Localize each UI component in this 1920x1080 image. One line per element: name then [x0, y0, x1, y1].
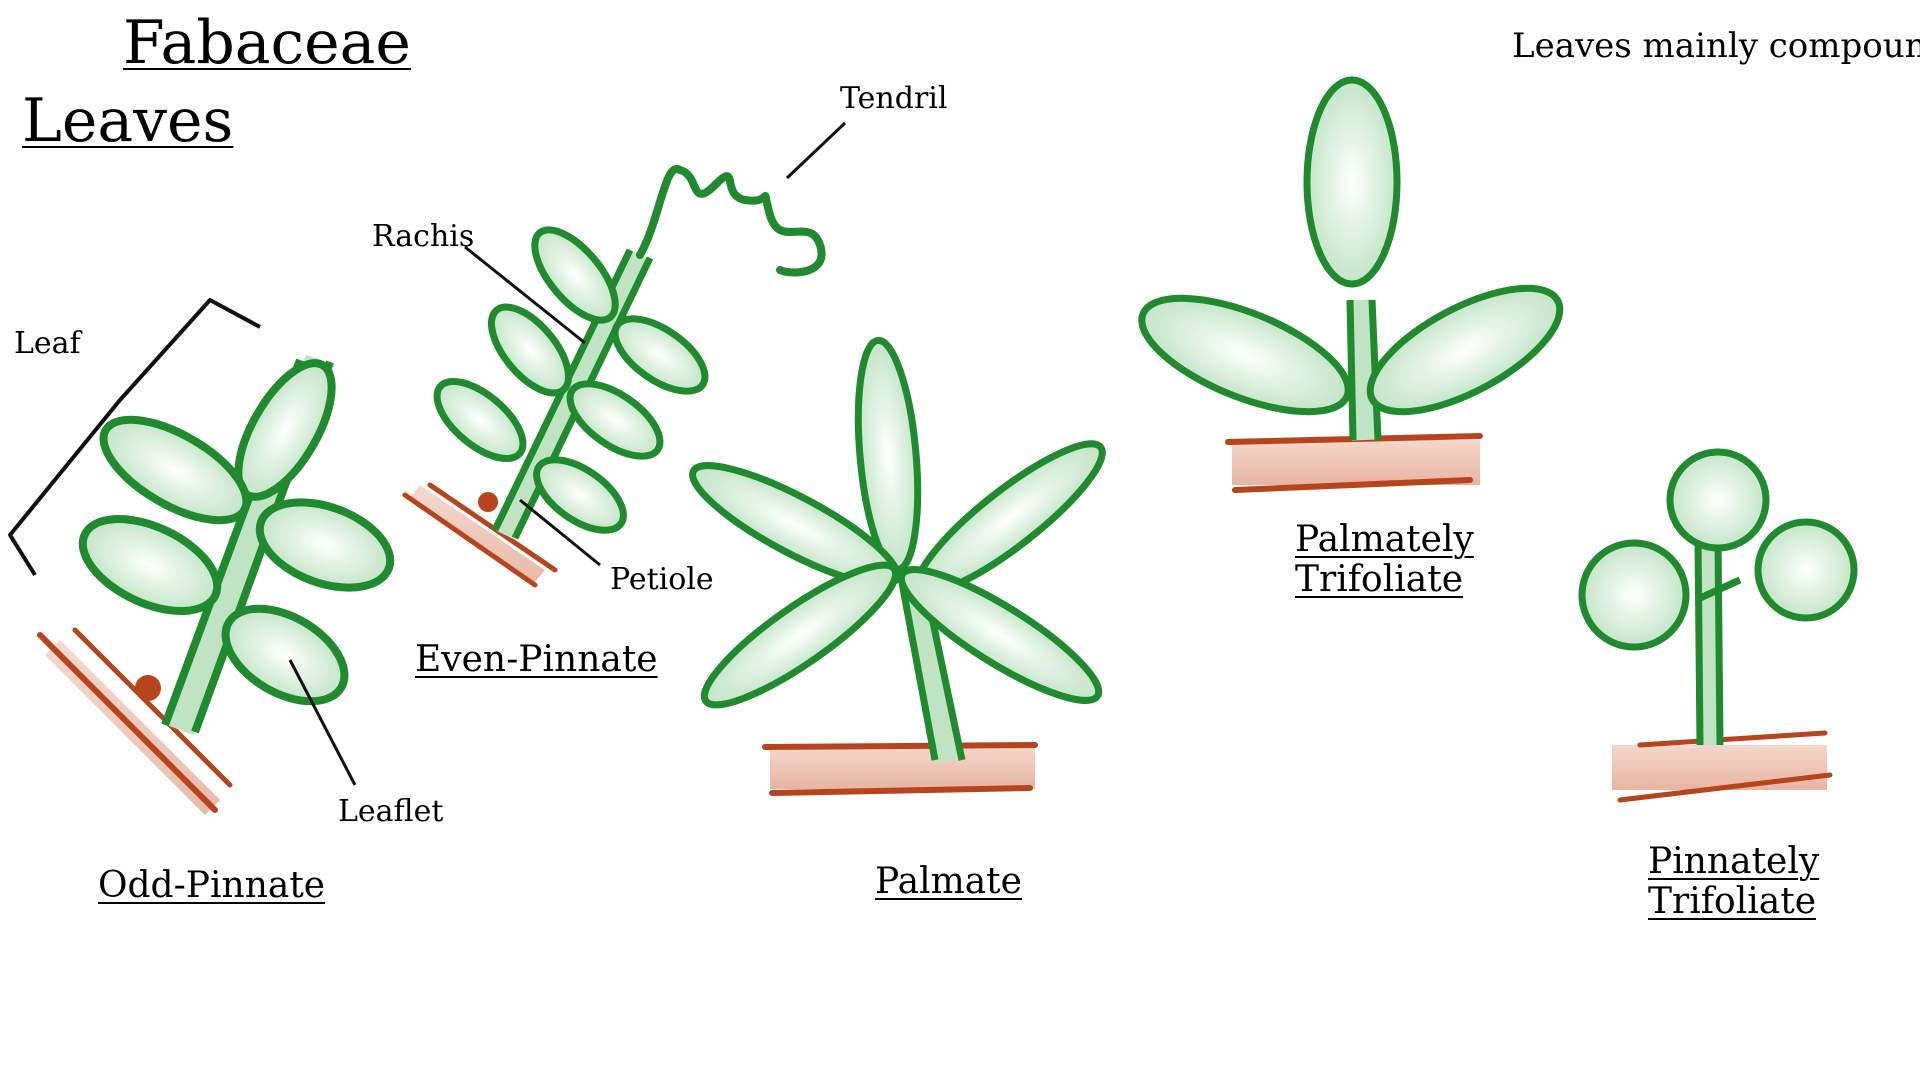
even-pinnate-soil	[402, 482, 558, 588]
pinnately-trifoliate-caption: Pinnately Trifoliate	[1648, 842, 1819, 921]
palmate-leaflet	[897, 566, 1103, 704]
trifoliate-leaflet	[1366, 284, 1564, 416]
petiole-label: Petiole	[610, 562, 714, 597]
even-pinnate-caption: Even-Pinnate	[415, 639, 658, 680]
odd-pinnate-leaf	[78, 354, 395, 736]
trifoliate-leaflet	[1754, 518, 1858, 622]
trifoliate-leaflet	[1578, 539, 1690, 651]
leaf-label: Leaf	[14, 326, 81, 361]
odd-pinnate-soil	[37, 627, 233, 815]
palmately-trifoliate-soil	[1225, 433, 1483, 493]
odd-pinnate-leaflet	[78, 515, 222, 615]
leaflet-pointer	[288, 659, 357, 786]
palmately-trifoliate-drawing	[1138, 76, 1564, 493]
trifoliate-leaflet	[1666, 448, 1770, 552]
leaflet-label: Leaflet	[338, 794, 444, 829]
pinnately-trifoliate-soil	[1612, 730, 1833, 803]
petiole-pointer	[519, 498, 601, 567]
pinnately-trifoliate-leaf	[1578, 448, 1858, 746]
palmate-soil	[762, 742, 1038, 796]
rachis-pointer	[464, 245, 586, 345]
tendril-label: Tendril	[840, 81, 948, 116]
pinnately-trifoliate-line2: Trifoliate	[1648, 880, 1816, 922]
palmately-trifoliate-caption: Palmately Trifoliate	[1295, 520, 1474, 599]
leaf-bracket	[8, 298, 261, 577]
trifoliate-leaflet	[1138, 294, 1352, 416]
palmately-trifoliate-line2: Trifoliate	[1295, 558, 1463, 600]
even-pinnate-drawing	[402, 121, 847, 588]
rachis-label: Rachis	[372, 219, 475, 254]
tendril-pointer	[785, 121, 847, 180]
palmate-leaf	[689, 336, 1106, 763]
odd-pinnate-leaflet	[255, 498, 395, 592]
note-text: Leaves mainly compound	[1512, 26, 1920, 66]
tendril	[636, 164, 826, 277]
palmate-leaflet	[700, 561, 900, 709]
palmately-trifoliate-leaf	[1138, 76, 1564, 441]
pinnately-trifoliate-line1: Pinnately	[1648, 841, 1820, 882]
page-title: Fabaceae	[123, 8, 411, 78]
trifoliate-leaflet	[1303, 76, 1401, 288]
odd-pinnate-caption: Odd-Pinnate	[98, 865, 326, 906]
palmate-drawing	[689, 336, 1106, 796]
palmate-caption: Palmate	[875, 861, 1022, 902]
odd-pinnate-leaflet	[99, 415, 251, 525]
page-subtitle: Leaves	[22, 86, 234, 156]
odd-pinnate-drawing	[8, 298, 395, 815]
palmately-trifoliate-line1: Palmately	[1295, 519, 1474, 560]
pinnately-trifoliate-drawing	[1578, 448, 1858, 803]
even-pinnate-leaf	[433, 226, 709, 540]
odd-pinnate-leaflet	[221, 604, 349, 706]
